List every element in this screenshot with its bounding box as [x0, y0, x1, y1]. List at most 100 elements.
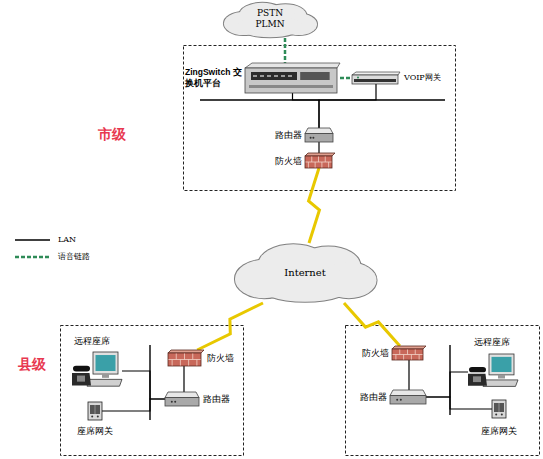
seatgw-icon [88, 402, 102, 420]
brick-line [308, 162, 309, 168]
lan-link [293, 93, 320, 128]
gateway-panel [90, 405, 100, 414]
router-body [305, 134, 333, 142]
monitor-screen [492, 357, 512, 372]
gateway-led [495, 413, 497, 415]
device-port [253, 75, 257, 77]
brick-line [419, 355, 420, 360]
brick-line [415, 350, 416, 355]
gateway-led [91, 415, 93, 417]
router-body [390, 396, 426, 404]
legend-text: 语音链路 [58, 252, 90, 261]
seat-gateway-node: 座席网关 [88, 402, 102, 420]
lan-link [122, 371, 165, 399]
router-led [396, 399, 398, 401]
monitor-case [489, 354, 514, 375]
brick-line [172, 360, 173, 366]
device-port [281, 75, 285, 77]
device-port [288, 75, 292, 77]
phone-body [468, 374, 487, 386]
gateway-led [97, 415, 99, 417]
brick-line [328, 162, 329, 168]
keyboard [483, 380, 518, 386]
gateway-led [501, 413, 503, 415]
router-led [171, 401, 173, 403]
brick-line [315, 162, 316, 168]
firewall-icon [168, 350, 204, 366]
brick-line [411, 355, 412, 360]
node-label: 防火墙 [268, 156, 302, 167]
county-region-border [61, 326, 244, 456]
firewall-icon [392, 346, 426, 360]
brick-line [321, 162, 322, 168]
level-label: 市级 [98, 126, 126, 142]
device-strip [249, 85, 333, 88]
switch-icon [245, 63, 340, 93]
gateway-panel [494, 403, 504, 412]
wall-body [168, 353, 201, 366]
device-led [357, 77, 359, 79]
device-front [354, 79, 396, 82]
node-label: 座席网关 [63, 426, 127, 437]
router-top [390, 390, 426, 396]
gateway-icon [352, 72, 400, 84]
brick-line [325, 157, 326, 163]
legend-text: LAN [58, 235, 76, 244]
router-led [174, 401, 176, 403]
firewall-node: 防火墙 [392, 346, 426, 360]
brick-line [180, 360, 181, 366]
wireless-link [344, 303, 400, 346]
voice-link [340, 77, 352, 80]
cloud-node: PSTN PLMN [222, 2, 318, 38]
phone-handset [469, 367, 486, 372]
node-label: VOIP网关 [404, 72, 454, 83]
lan-link [102, 399, 165, 411]
device-panel [300, 72, 329, 80]
router-led [312, 137, 314, 139]
node-label: ZingSwitch 交换机平台 [185, 67, 243, 89]
cloud-outline [255, 266, 354, 302]
node-label: Internet [270, 267, 340, 278]
gateway-grid [95, 405, 96, 414]
phone-keypad [77, 376, 85, 382]
seat-gateway-node: 座席网关 [492, 400, 506, 418]
router-icon [305, 128, 333, 142]
cloud-node: Internet [232, 243, 378, 303]
brick-line [395, 355, 396, 360]
router-top [305, 128, 333, 134]
brick-line [196, 360, 197, 366]
seatgw-icon [492, 400, 506, 418]
device-port [260, 75, 264, 77]
firewall-node: 防火墙 [168, 350, 204, 366]
lan-link [318, 142, 319, 153]
brick-line [403, 355, 404, 360]
cloud-fill [255, 266, 354, 302]
brick-line [399, 350, 400, 355]
gateway-grid [499, 403, 500, 412]
gateway-body [88, 402, 102, 420]
router-node: 路由器 [390, 390, 426, 404]
router-top [165, 392, 199, 398]
brick-line [184, 354, 185, 360]
device-panel [251, 72, 297, 80]
lan-link [426, 397, 492, 409]
wireless-link [309, 168, 320, 243]
wall-body [392, 349, 423, 360]
keyboard [87, 379, 122, 386]
pc-icon [72, 352, 122, 390]
gateway-body [492, 400, 506, 418]
level-label: 县级 [18, 356, 46, 372]
firewall-icon [305, 153, 335, 168]
device-top [352, 72, 400, 75]
device-port [274, 75, 278, 77]
node-label: 防火墙 [207, 353, 241, 364]
lan-link [183, 366, 184, 392]
wall-top [168, 350, 204, 353]
firewall-node: 防火墙 [305, 153, 335, 168]
phone-handset [73, 366, 90, 372]
node-label: 路由器 [203, 394, 237, 405]
lan-link [408, 360, 409, 390]
router-body [165, 398, 199, 406]
device-top [245, 63, 340, 68]
